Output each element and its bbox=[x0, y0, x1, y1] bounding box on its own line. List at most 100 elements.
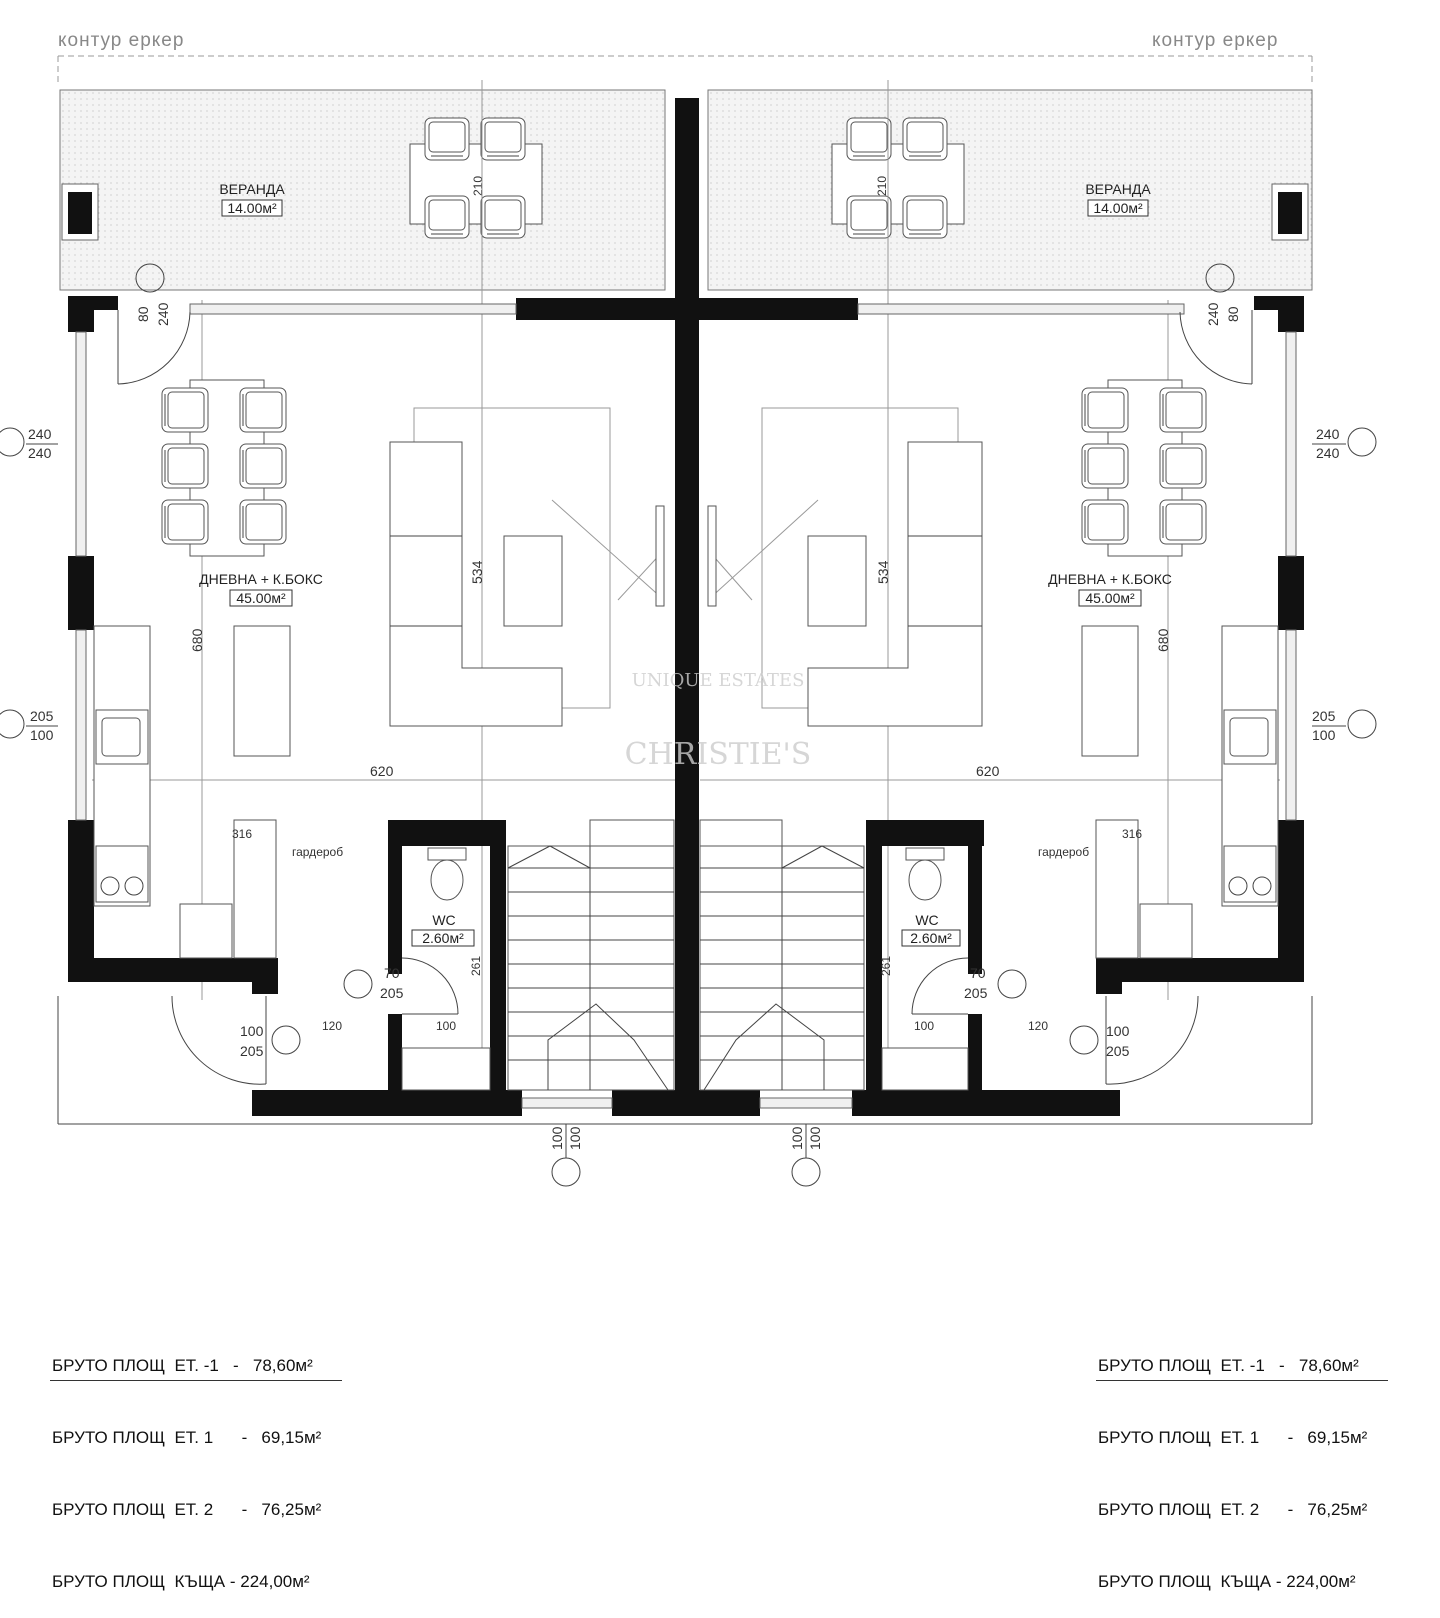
dim-entrance-100b-right: 100 bbox=[914, 1019, 934, 1033]
kitchen-right bbox=[1081, 625, 1279, 959]
dim-entrance-120-left: 120 bbox=[322, 1019, 342, 1033]
dim-door-80-right: 80 bbox=[1225, 306, 1241, 322]
dim-entrance-205-left: 205 bbox=[240, 1043, 264, 1059]
area-summary-right: БРУТО ПЛОЩ ЕТ. -1 - 78,60м² БРУТО ПЛОЩ Е… bbox=[1098, 1306, 1367, 1618]
dim-316-left: 316 bbox=[232, 827, 252, 841]
summary-underline-left bbox=[50, 1380, 342, 1381]
floor-plan: контур еркер контур еркер 210 210 ВЕРАНД… bbox=[0, 30, 1377, 1187]
dim-wc-70-right: 70 bbox=[970, 965, 986, 981]
door-veranda-left[interactable] bbox=[117, 310, 191, 385]
veranda-dining-set-right bbox=[831, 117, 965, 239]
area-box-living-left bbox=[229, 589, 293, 607]
windows bbox=[75, 303, 1297, 1109]
door-veranda-right[interactable] bbox=[1179, 310, 1253, 385]
contour-label-left: контур еркер bbox=[58, 30, 184, 51]
dim-entrance-100b-left: 100 bbox=[436, 1019, 456, 1033]
door-entrance-left[interactable] bbox=[171, 995, 267, 1085]
dining-set-right bbox=[1081, 379, 1207, 557]
kitchen-left bbox=[93, 625, 291, 959]
toilet-right bbox=[905, 847, 945, 901]
stairs-right bbox=[699, 819, 865, 1091]
room-name-wc-left: WC bbox=[432, 912, 455, 928]
dim-bottom-a-left: 100 bbox=[549, 1126, 565, 1150]
dim-win-240b-right: 240 bbox=[1316, 445, 1340, 461]
room-name-wc-right: WC bbox=[915, 912, 938, 928]
axis-marker bbox=[791, 1157, 821, 1187]
veranda-left bbox=[59, 89, 666, 291]
contour-label-right: контур еркер bbox=[1152, 30, 1278, 51]
dim-261-right: 261 bbox=[879, 956, 893, 976]
dim-bottom-b-right: 100 bbox=[807, 1126, 823, 1150]
room-name-living-right: ДНЕВНА + К.БОКС bbox=[1048, 571, 1172, 587]
dim-316-right: 316 bbox=[1122, 827, 1142, 841]
walls bbox=[68, 98, 1304, 1116]
room-name-veranda-left: ВЕРАНДА bbox=[219, 181, 285, 197]
area-box-veranda-left bbox=[221, 199, 283, 217]
room-area-wc-right: 2.60м² bbox=[910, 930, 952, 946]
summary-row: БРУТО ПЛОЩ ЕТ. -1 - 78,60м² bbox=[1098, 1356, 1359, 1375]
dim-entrance-205-right: 205 bbox=[1106, 1043, 1130, 1059]
summary-row: БРУТО ПЛОЩ ЕТ. 1 - 69,15м² bbox=[1098, 1428, 1368, 1447]
area-box-wc-right bbox=[901, 929, 961, 947]
dim-wc-205-right: 205 bbox=[964, 985, 988, 1001]
axis-marker bbox=[271, 1025, 301, 1055]
watermark-line2: CHRISTIE'S bbox=[625, 737, 812, 772]
summary-row: БРУТО ПЛОЩ ЕТ. 1 - 69,15м² bbox=[52, 1428, 322, 1447]
storage-left bbox=[401, 1047, 491, 1091]
dim-sofa-right: 534 bbox=[875, 560, 891, 584]
veranda-dining-set-left bbox=[409, 117, 543, 239]
dim-win-100-right: 100 bbox=[1312, 727, 1336, 743]
dim-depth-left: 680 bbox=[189, 628, 205, 652]
axis-marker bbox=[1347, 709, 1377, 739]
summary-underline-right bbox=[1096, 1380, 1388, 1381]
room-area-living-right: 45.00м² bbox=[1085, 590, 1135, 606]
door-wc-left[interactable] bbox=[401, 957, 459, 1015]
sofa-right bbox=[707, 407, 983, 727]
veranda-pillar-left-core bbox=[68, 192, 92, 234]
area-summary-left: БРУТО ПЛОЩ ЕТ. -1 - 78,60м² БРУТО ПЛОЩ Е… bbox=[52, 1306, 321, 1618]
dim-entrance-100-left: 100 bbox=[240, 1023, 264, 1039]
door-wc-right[interactable] bbox=[911, 957, 969, 1015]
axis-marker bbox=[551, 1157, 581, 1187]
dim-win-240a-left: 240 bbox=[28, 426, 52, 442]
dining-set-left bbox=[161, 379, 287, 557]
room-name-living-left: ДНЕВНА + К.БОКС bbox=[199, 571, 323, 587]
room-area-living-left: 45.00м² bbox=[236, 590, 286, 606]
room-area-veranda-right: 14.00м² bbox=[1093, 200, 1143, 216]
veranda-right bbox=[707, 89, 1313, 291]
watermark-line1: UNIQUE ESTATES bbox=[632, 670, 805, 691]
area-box-living-right bbox=[1078, 589, 1142, 607]
sofa-left bbox=[389, 407, 665, 727]
veranda-pillar-right-core bbox=[1278, 192, 1302, 234]
summary-row: БРУТО ПЛОЩ ЕТ. 2 - 76,25м² bbox=[52, 1500, 322, 1519]
dim-win-205-right: 205 bbox=[1312, 708, 1336, 724]
storage-right bbox=[881, 1047, 969, 1091]
dim-width-left: 620 bbox=[370, 763, 394, 779]
summary-row: БРУТО ПЛОЩ КЪЩА - 224,00м² bbox=[52, 1572, 310, 1591]
dim-door-240-right: 240 bbox=[1205, 302, 1221, 326]
summary-row: БРУТО ПЛОЩ ЕТ. 2 - 76,25м² bbox=[1098, 1500, 1368, 1519]
dim-wc-205-left: 205 bbox=[380, 985, 404, 1001]
dim-table-right: 210 bbox=[875, 176, 889, 196]
toilet-left bbox=[427, 847, 467, 901]
dim-261-left: 261 bbox=[469, 956, 483, 976]
wardrobe-label-left: гардероб bbox=[292, 845, 343, 859]
dim-door-80-left: 80 bbox=[135, 306, 151, 322]
area-box-wc-left bbox=[411, 929, 475, 947]
dim-bottom-b-left: 100 bbox=[567, 1126, 583, 1150]
axis-marker bbox=[0, 427, 25, 457]
axis-marker bbox=[1069, 1025, 1099, 1055]
axis-marker bbox=[0, 709, 25, 739]
stairs-left bbox=[507, 819, 675, 1091]
door-entrance-right[interactable] bbox=[1105, 995, 1199, 1085]
summary-row: БРУТО ПЛОЩ КЪЩА - 224,00м² bbox=[1098, 1572, 1356, 1591]
dim-entrance-100-right: 100 bbox=[1106, 1023, 1130, 1039]
summary-row: БРУТО ПЛОЩ ЕТ. -1 - 78,60м² bbox=[52, 1356, 313, 1375]
dim-entrance-120-right: 120 bbox=[1028, 1019, 1048, 1033]
axis-marker bbox=[343, 969, 373, 999]
dim-win-100-left: 100 bbox=[30, 727, 54, 743]
axis-marker bbox=[997, 969, 1027, 999]
dim-depth-right: 680 bbox=[1155, 628, 1171, 652]
dim-win-205-left: 205 bbox=[30, 708, 54, 724]
room-area-wc-left: 2.60м² bbox=[422, 930, 464, 946]
